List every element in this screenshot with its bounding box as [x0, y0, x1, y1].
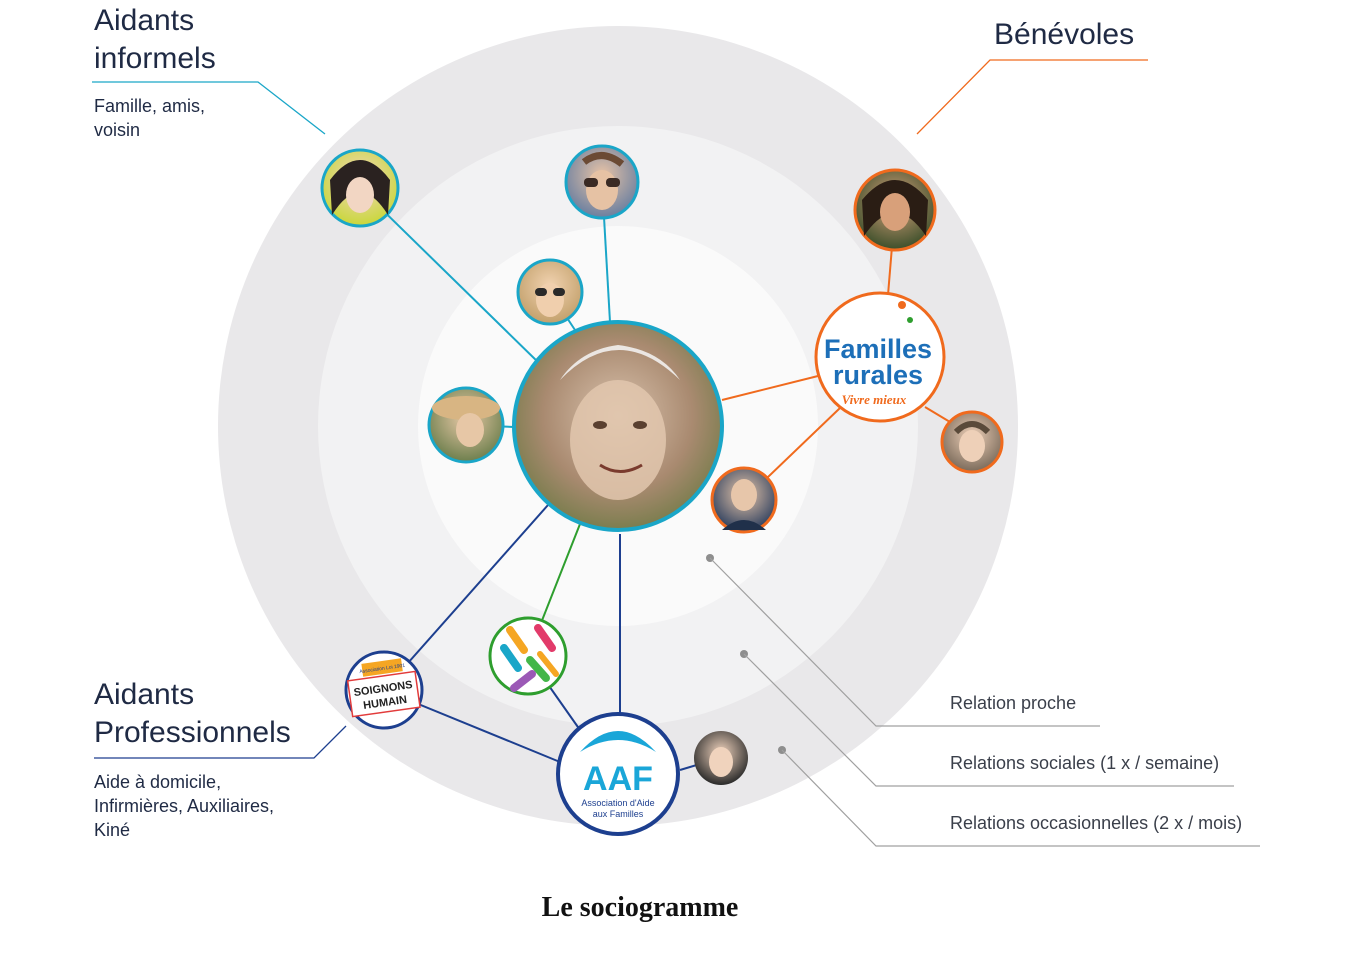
informal-title-line2: informels [94, 42, 216, 75]
legend-social: Relations sociales (1 x / semaine) [950, 753, 1220, 773]
informal-person-2-avatar[interactable] [564, 144, 640, 220]
volunteer-person-1-avatar[interactable] [853, 168, 937, 252]
link-pro-soignons [383, 504, 549, 691]
professionals-subtitle-line2: Infirmières, Auxiliaires, [94, 796, 275, 816]
link-informal-1 [359, 187, 541, 365]
volunteers-title: Bénévoles [994, 18, 1135, 51]
professionals-subtitle: Aide à domicile, Infirmières, Auxiliaire… [94, 770, 274, 842]
aaf-logo[interactable]: AAF Association d'Aide aux Familles [556, 712, 680, 836]
informal-subtitle: Famille, amis, voisin [94, 94, 205, 142]
legend-line-social [743, 653, 1234, 787]
diagram-caption: Le sociogramme [541, 892, 739, 923]
legend-line-occasional [781, 749, 1260, 847]
informal-title: Aidants informels [94, 2, 216, 78]
familles-rurales-logo[interactable]: Familles rurales Vivre mieux [814, 291, 946, 423]
informal-person-4-avatar[interactable] [427, 386, 505, 464]
volunteer-person-2-avatar[interactable] [710, 466, 778, 534]
informal-person-1-avatar[interactable] [320, 148, 400, 228]
soignons-humain-logo[interactable]: Association Loi 1901 SOIGNONS HUMAIN [344, 650, 424, 730]
volunteer-person-3-avatar[interactable] [940, 410, 1004, 474]
professional-person-avatar[interactable] [694, 731, 748, 785]
familles-rurales-line2: rurales [833, 360, 923, 390]
familles-rurales-tagline: Vivre mieux [842, 392, 907, 407]
informal-title-line1: Aidants [94, 4, 195, 37]
link-volunteer-logo [721, 375, 819, 401]
aaf-line2: aux Familles [593, 809, 644, 819]
colorful-stripes-logo[interactable] [488, 616, 568, 696]
professionals-title: Aidants Professionnels [94, 676, 291, 752]
legend-occasional: Relations occasionnelles (2 x / mois) [950, 813, 1243, 833]
professionals-subtitle-line1: Aide à domicile, [94, 772, 222, 792]
informal-subtitle-line1: Famille, amis, [94, 96, 206, 116]
informal-leader-line [92, 81, 326, 135]
central-person-avatar [512, 320, 724, 532]
informal-person-3-avatar[interactable] [516, 258, 584, 326]
professionals-title-line2: Professionnels [94, 716, 291, 749]
professionals-title-line1: Aidants [94, 678, 195, 711]
aaf-acronym: AAF [583, 760, 653, 798]
legend-line-close [709, 557, 1100, 727]
informal-subtitle-line2: voisin [94, 120, 141, 140]
familles-rurales-line1: Familles [824, 334, 932, 364]
volunteers-leader-line [916, 59, 1148, 135]
professionals-subtitle-line3: Kiné [94, 820, 131, 840]
professionals-leader-line [94, 725, 347, 759]
legend-close: Relation proche [950, 693, 1077, 713]
aaf-line1: Association d'Aide [581, 798, 654, 808]
